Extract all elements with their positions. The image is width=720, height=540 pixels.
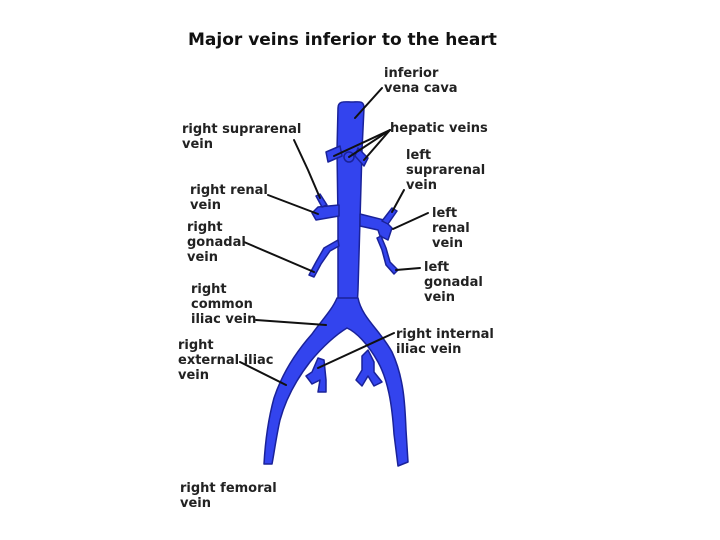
iliac-femoral-shape (263, 297, 409, 467)
ivc-leader (354, 87, 383, 119)
left-suprarenal-vein-shape (381, 207, 398, 225)
label-right-external-iliac-vein: right external iliac vein (178, 338, 274, 383)
diagram-title: Major veins inferior to the heart (188, 30, 497, 50)
l-suprarenal-leader (391, 189, 405, 213)
vein-system (263, 101, 409, 467)
r-external-iliac-leader (239, 361, 287, 386)
label-left-suprarenal-vein: left suprarenal vein (406, 148, 486, 193)
r-gonadal-leader (243, 241, 315, 273)
inferior-vena-cava-shape (336, 101, 365, 309)
label-right-femoral-vein: right femoral vein (180, 481, 277, 511)
right-suprarenal-vein-shape (315, 193, 328, 208)
label-right-renal-vein: right renal vein (190, 183, 268, 213)
r-internal-iliac-leader (317, 332, 395, 369)
l-gonadal-leader (395, 267, 421, 271)
label-right-gonadal-vein: right gonadal vein (187, 220, 246, 265)
r-suprarenal-leader (293, 139, 321, 199)
label-right-common-iliac-vein: right common iliac vein (191, 282, 257, 327)
r-common-iliac-leader (255, 319, 327, 326)
leader-lines (239, 87, 429, 386)
label-left-renal-vein: left renal vein (432, 206, 470, 251)
left-gonadal-vein-shape (376, 235, 399, 275)
label-right-internal-iliac-vein: right internal iliac vein (396, 327, 494, 357)
r-renal-leader (267, 194, 319, 215)
label-right-suprarenal-vein: right suprarenal vein (182, 122, 302, 152)
label-inferior-vena-cava: inferior vena cava (384, 66, 458, 96)
right-gonadal-vein-shape (308, 239, 340, 278)
label-left-gonadal-vein: left gonadal vein (424, 260, 483, 305)
hepatic-leader-2 (348, 129, 391, 158)
label-hepatic-veins: hepatic veins (390, 121, 488, 136)
left-internal-iliac-vein-shape (355, 349, 383, 387)
l-renal-leader (392, 212, 429, 230)
hepatic-leader-1 (333, 129, 391, 157)
hepatic-leader-3 (363, 129, 391, 161)
